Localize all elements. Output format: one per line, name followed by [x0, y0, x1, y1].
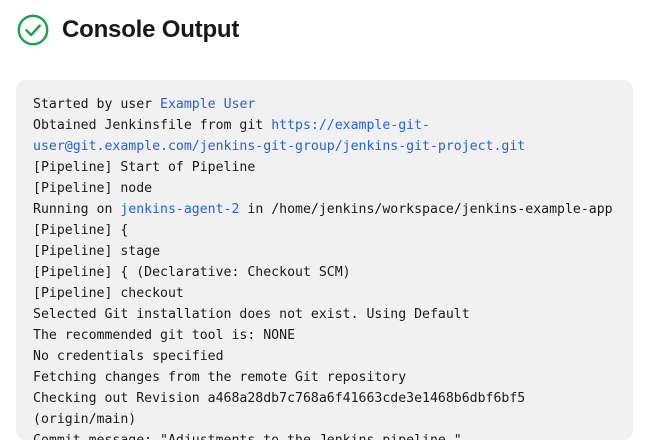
- console-log-text: in /home/jenkins/workspace/jenkins-examp…: [239, 202, 613, 217]
- console-log: Started by user Example User Obtained Je…: [33, 94, 617, 440]
- console-log-line: Obtained Jenkinsfile from git https://ex…: [33, 118, 525, 154]
- console-log-text: [Pipeline] stage: [33, 244, 161, 259]
- console-log-text: The recommended git tool is: NONE: [33, 328, 296, 343]
- console-log-line: [Pipeline] { (Declarative: Checkout SCM): [33, 265, 351, 280]
- console-log-text: Checking out Revision a468a28db7c768a6f4…: [33, 391, 534, 427]
- console-log-text: [Pipeline] node: [33, 181, 153, 196]
- console-log-line: [Pipeline] Start of Pipeline: [33, 160, 255, 175]
- console-output-panel[interactable]: Started by user Example User Obtained Je…: [16, 80, 633, 440]
- console-log-line: [Pipeline] stage: [33, 244, 160, 259]
- console-log-line: Started by user Example User: [33, 97, 255, 112]
- console-log-link[interactable]: https://example-git-user@git.example.com…: [33, 118, 526, 154]
- console-log-text: Commit message: "Adjustments to the Jenk…: [33, 433, 462, 440]
- console-log-link[interactable]: Example User: [160, 97, 256, 112]
- page-header: Console Output: [0, 0, 650, 46]
- console-log-text: [Pipeline] { (Declarative: Checkout SCM): [33, 265, 351, 280]
- console-log-link[interactable]: jenkins-agent-2: [120, 202, 240, 217]
- console-log-text: [Pipeline] checkout: [33, 286, 184, 301]
- console-log-line: Fetching changes from the remote Git rep…: [33, 370, 406, 385]
- console-log-text: [Pipeline] Start of Pipeline: [33, 160, 256, 175]
- console-log-text: Started by user: [33, 97, 161, 112]
- console-log-line: The recommended git tool is: NONE: [33, 328, 295, 343]
- console-log-line: Selected Git installation does not exist…: [33, 307, 470, 322]
- console-log-line: [Pipeline] {: [33, 223, 128, 238]
- console-log-line: No credentials specified: [33, 349, 224, 364]
- console-log-line: Checking out Revision a468a28db7c768a6f4…: [33, 391, 533, 427]
- console-log-text: Obtained Jenkinsfile from git: [33, 118, 272, 133]
- console-log-text: Selected Git installation does not exist…: [33, 307, 470, 322]
- check-circle-icon: [16, 13, 50, 47]
- console-log-text: Running on: [33, 202, 121, 217]
- console-log-line: Commit message: "Adjustments to the Jenk…: [33, 433, 462, 440]
- console-log-line: Running on jenkins-agent-2 in /home/jenk…: [33, 202, 613, 217]
- console-log-text: Fetching changes from the remote Git rep…: [33, 370, 407, 385]
- console-log-text: No credentials specified: [33, 349, 224, 364]
- console-log-line: [Pipeline] checkout: [33, 286, 184, 301]
- page-title: Console Output: [62, 16, 240, 43]
- console-log-text: [Pipeline] {: [33, 223, 129, 238]
- console-log-line: [Pipeline] node: [33, 181, 152, 196]
